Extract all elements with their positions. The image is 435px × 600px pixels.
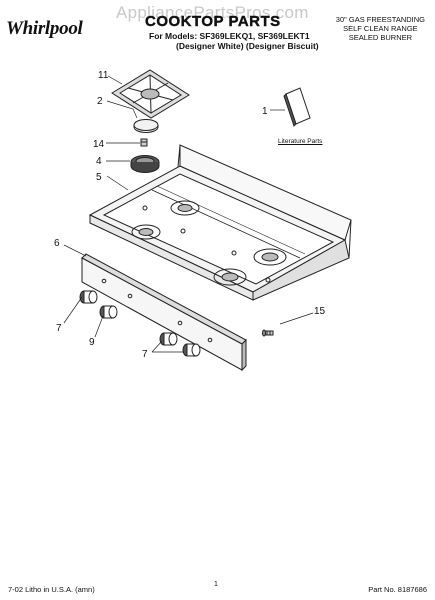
- callout-7-right: 7: [142, 349, 148, 360]
- product-line: 30" GAS FREESTANDING SELF CLEAN RANGE SE…: [336, 15, 425, 42]
- callout-4: 4: [96, 156, 102, 167]
- callout-14: 14: [93, 139, 105, 150]
- product-line-3: SEALED BURNER: [348, 33, 413, 42]
- knob-7-right-b: [182, 343, 201, 357]
- burner-grate-part: [111, 69, 190, 119]
- callout-2: 2: [97, 96, 103, 107]
- product-line-1: 30" GAS FREESTANDING: [335, 15, 425, 24]
- model-numbers: For Models: SF369LEKQ1, SF369LEKT1: [149, 31, 310, 41]
- cooktop-panel-part: [88, 144, 352, 301]
- callout-5: 5: [96, 172, 102, 183]
- callout-11: 11: [98, 70, 109, 81]
- knob-7-left: [79, 290, 98, 304]
- callout-9: 9: [89, 337, 95, 348]
- literature-parts-label: Literature Parts: [278, 138, 323, 145]
- literature-part: [283, 87, 311, 127]
- page-number: 1: [214, 581, 218, 588]
- page-title: COOKTOP PARTS: [145, 13, 281, 30]
- watermark: AppliancePartsPros.com: [116, 3, 309, 22]
- knob-9: [99, 305, 118, 319]
- callout-6: 6: [54, 238, 60, 249]
- burner-cap-part: [133, 119, 159, 133]
- screw-part: [262, 329, 274, 337]
- callout-1: 1: [262, 106, 268, 117]
- orifice-part: [140, 138, 148, 147]
- callout-7-left: 7: [56, 323, 62, 334]
- product-line-2: SELF CLEAN RANGE: [343, 24, 418, 33]
- knob-7-right-a: [159, 332, 178, 346]
- burner-base-part: [130, 155, 160, 173]
- brand-logo: Whirlpool: [6, 18, 83, 39]
- leader-lines: [63, 75, 314, 353]
- model-colors: (Designer White) (Designer Biscuit): [176, 41, 319, 51]
- callout-15: 15: [314, 306, 326, 317]
- part-number: Part No. 8187686: [368, 585, 427, 594]
- control-knobs-part: [79, 290, 201, 357]
- litho-note: 7-02 Litho in U.S.A. (amn): [8, 585, 95, 594]
